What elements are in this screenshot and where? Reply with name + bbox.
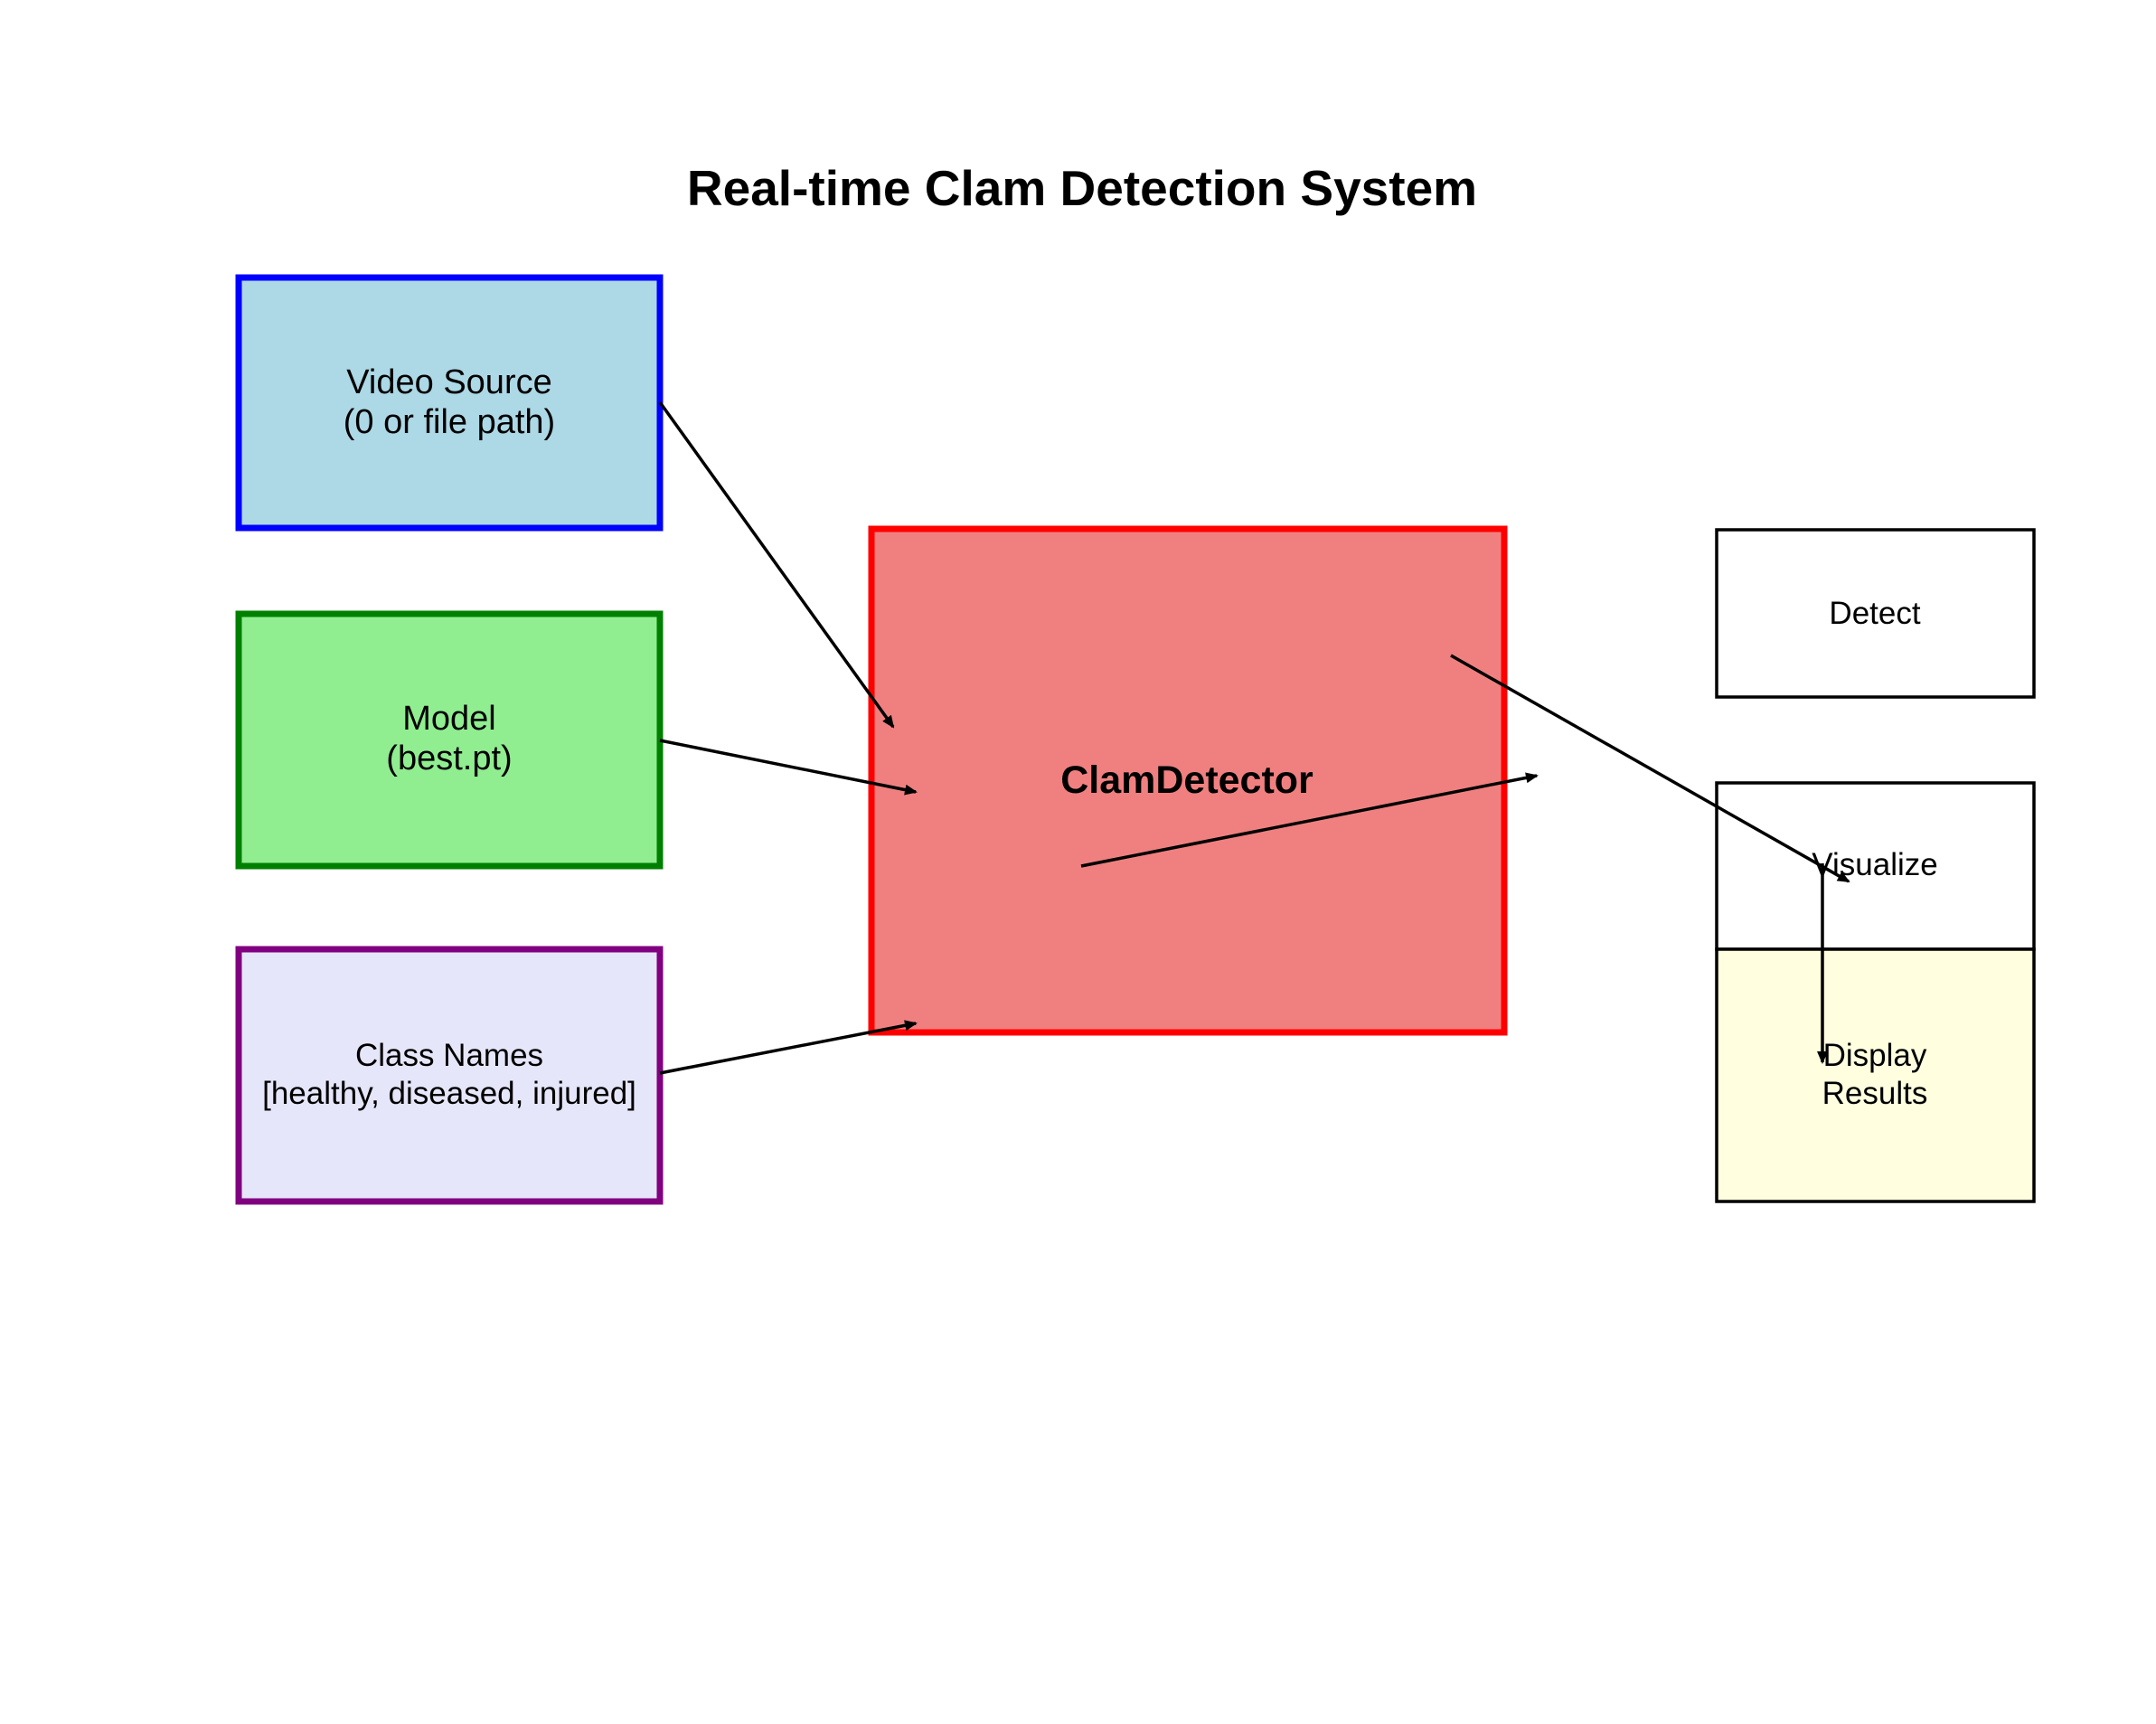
display-results-label: Display — [1823, 1038, 1927, 1073]
model-sublabel: (best.pt) — [386, 740, 512, 777]
class-names-box — [235, 946, 664, 1205]
clam-detector-node: ClamDetector — [868, 525, 1508, 1036]
detect-label: Detect — [1829, 596, 1920, 631]
diagram-title: Real-time Clam Detection System — [687, 160, 1477, 216]
class-names-sublabel: [healthy, diseased, injured] — [262, 1076, 636, 1111]
visualize-box — [1715, 781, 2036, 951]
video-source-label: Video Source — [346, 363, 551, 401]
display-results-node: Display Results — [1715, 947, 2036, 1203]
visualize-label: Visualize — [1812, 847, 1937, 882]
video-source-node: Video Source (0 or file path) — [235, 274, 664, 532]
edge-model-to-clam-detector — [659, 739, 918, 796]
class-names-node: Class Names [healthy, diseased, injured] — [235, 946, 664, 1205]
display-results-box — [1715, 947, 2036, 1203]
edge-class-names-to-clam-detector — [659, 1020, 918, 1075]
video-source-box — [235, 274, 664, 532]
clam-detector-label: ClamDetector — [1060, 758, 1313, 802]
video-source-sublabel: (0 or file path) — [344, 403, 555, 441]
detect-box — [1715, 528, 2036, 699]
model-box — [235, 610, 664, 870]
visualize-node: Visualize — [1715, 781, 2036, 951]
display-results-sublabel: Results — [1822, 1076, 1928, 1111]
edge-clam-detector-to-visualize — [1450, 654, 1850, 883]
clam-detector-box — [868, 525, 1508, 1036]
model-node: Model (best.pt) — [235, 610, 664, 870]
model-label: Model — [402, 700, 496, 738]
class-names-label: Class Names — [355, 1038, 543, 1073]
edge-clam-detector-internal — [1080, 772, 1539, 868]
detect-node: Detect — [1715, 528, 2036, 699]
edge-video-source-to-clam-detector — [658, 400, 895, 729]
